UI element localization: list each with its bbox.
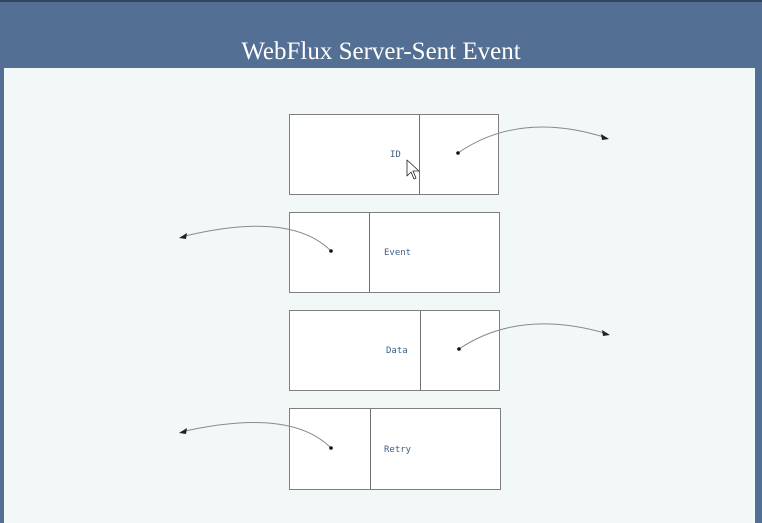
window-top-border [0, 0, 762, 2]
connector-arrow-data [457, 323, 610, 351]
field-box-retry: Retry [289, 408, 501, 490]
field-box-id: ID [289, 114, 499, 195]
connector-arrow-event [179, 225, 333, 253]
connector-arrow-retry [179, 422, 333, 450]
field-box-event: Event [289, 212, 500, 293]
connector-arrow-id [456, 126, 609, 155]
field-label-retry: Retry [384, 445, 412, 455]
field-box-divider [419, 115, 420, 194]
field-label-event: Event [384, 248, 412, 258]
field-label-id: ID [390, 150, 401, 160]
mouse-cursor-icon [406, 159, 420, 180]
field-box-data: Data [289, 310, 500, 391]
field-box-divider [370, 409, 371, 489]
field-label-data: Data [386, 346, 408, 356]
field-box-divider [369, 213, 370, 292]
page-title: WebFlux Server-Sent Event [241, 38, 521, 65]
field-box-divider [420, 311, 421, 390]
